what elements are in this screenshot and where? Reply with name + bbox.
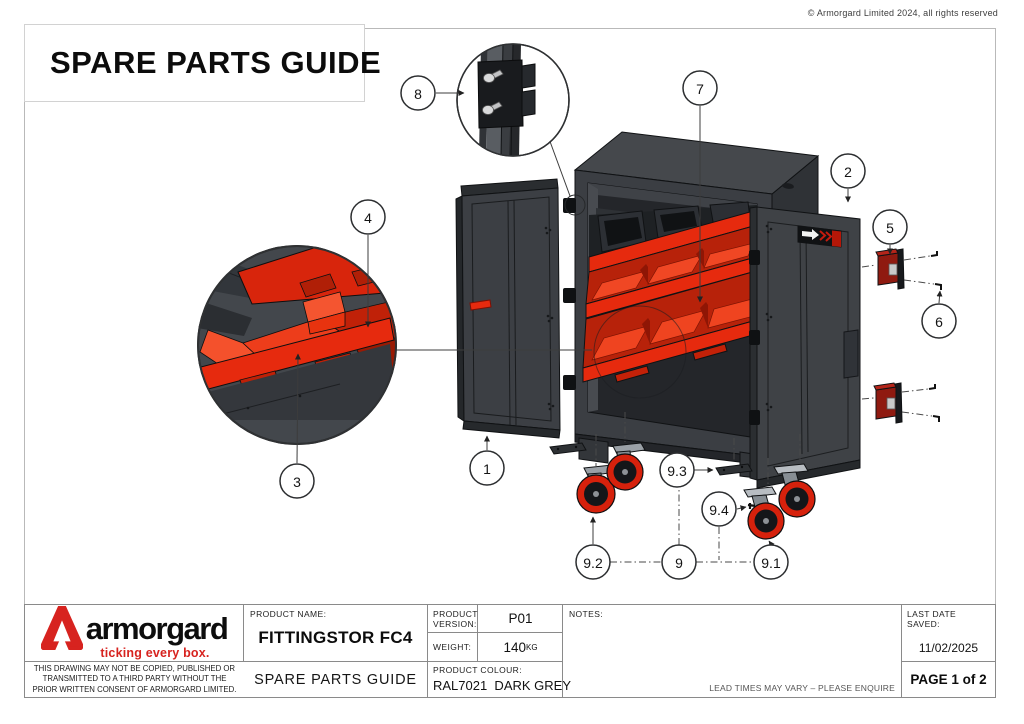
casters <box>549 412 816 540</box>
last-date-label: LAST DATE SAVED: <box>907 609 957 629</box>
callout-7: 7 <box>682 70 718 106</box>
callout-3: 3 <box>279 463 315 499</box>
product-version-label: PRODUCT VERSION: <box>428 605 478 632</box>
weight-unit: KG <box>525 642 538 652</box>
page-number-cell: PAGE 1 of 2 <box>910 672 987 687</box>
callout-9.2: 9.2 <box>575 544 611 580</box>
lead-times-note: LEAD TIMES MAY VARY – PLEASE ENQUIRE <box>709 683 895 693</box>
callout-9: 9 <box>661 544 697 580</box>
disclaimer: THIS DRAWING MAY NOT BE COPIED, PUBLISHE… <box>32 664 237 694</box>
product-colour-cell: PRODUCT COLOUR: RAL7021 DARK GREY <box>428 662 572 697</box>
svg-text:6: 6 <box>935 314 943 330</box>
callout-6: 6 <box>921 303 957 339</box>
svg-text:9.1: 9.1 <box>761 555 781 571</box>
left-door-panel <box>455 178 561 439</box>
product-name-label: PRODUCT NAME: <box>250 609 327 619</box>
svg-text:5: 5 <box>886 220 894 236</box>
title-block: armorgard ticking every box. THIS DRAWIN… <box>24 604 996 698</box>
callout-8: 8 <box>400 75 436 111</box>
svg-text:9.4: 9.4 <box>709 502 729 518</box>
callout-2: 2 <box>830 153 866 189</box>
lock-assembly-bottom <box>861 382 940 424</box>
logo-cell: armorgard ticking every box. <box>25 605 244 662</box>
logo-wordmark: armorgard <box>85 610 229 646</box>
svg-text:3: 3 <box>293 474 301 490</box>
armorgard-logo-icon <box>40 606 83 651</box>
doc-type-cell: SPARE PARTS GUIDE <box>244 662 428 697</box>
caster-fixed-front <box>576 464 617 514</box>
bin-row-bottom <box>582 270 757 383</box>
caster-swivel-back <box>773 463 816 518</box>
svg-text:9: 9 <box>675 555 683 571</box>
copyright-text: © Armorgard Limited 2024, all rights res… <box>807 8 998 18</box>
caster-fixed-back <box>606 442 646 491</box>
right-door <box>749 206 861 489</box>
svg-text:9.2: 9.2 <box>583 555 603 571</box>
weight-label: WEIGHT: <box>428 633 478 661</box>
callout-9.4: 9.4 <box>701 491 737 527</box>
svg-text:1: 1 <box>483 461 491 477</box>
callout-5: 5 <box>872 209 908 245</box>
cabinet-body <box>563 131 820 481</box>
door-brand-badge <box>797 225 842 248</box>
svg-text:9.3: 9.3 <box>667 463 687 479</box>
svg-text:7: 7 <box>696 81 704 97</box>
last-date-value: 11/02/2025 <box>918 641 979 655</box>
caster-swivel-front <box>743 486 785 540</box>
product-name-cell: PRODUCT NAME: FITTINGSTOR FC4 <box>244 605 428 662</box>
svg-text:4: 4 <box>364 210 372 226</box>
door-handle <box>469 299 492 311</box>
svg-text:2: 2 <box>844 164 852 180</box>
product-colour-value: RAL7021 DARK GREY <box>433 678 572 693</box>
svg-text:8: 8 <box>414 86 422 102</box>
product-version-value: P01 <box>508 611 533 626</box>
bin-row-top <box>588 201 758 273</box>
logo-tagline: ticking every box. <box>100 646 210 661</box>
callouts-layer: 8 7 2 4 5 6 1 3 9.3 9.4 9.2 9 9.1 <box>279 70 957 580</box>
hinge-detail-view <box>456 43 586 216</box>
notes-cell: NOTES: LEAD TIMES MAY VARY – PLEASE ENQU… <box>563 605 902 697</box>
lock-assembly-top <box>861 248 942 290</box>
bin-detail-view <box>197 245 592 445</box>
callout-9.3: 9.3 <box>659 452 695 488</box>
page-title: SPARE PARTS GUIDE <box>50 45 382 80</box>
product-colour-label: PRODUCT COLOUR: <box>433 665 522 675</box>
last-date-cell: LAST DATE SAVED: 11/02/2025 <box>902 605 995 662</box>
callout-9.1: 9.1 <box>753 544 789 580</box>
title-box: SPARE PARTS GUIDE <box>24 24 381 102</box>
callout-1: 1 <box>469 450 505 486</box>
product-name-value: FITTINGSTOR FC4 <box>258 628 413 647</box>
notes-label: NOTES: <box>569 609 604 619</box>
leader-lines <box>294 90 943 563</box>
callout-4: 4 <box>350 199 386 235</box>
